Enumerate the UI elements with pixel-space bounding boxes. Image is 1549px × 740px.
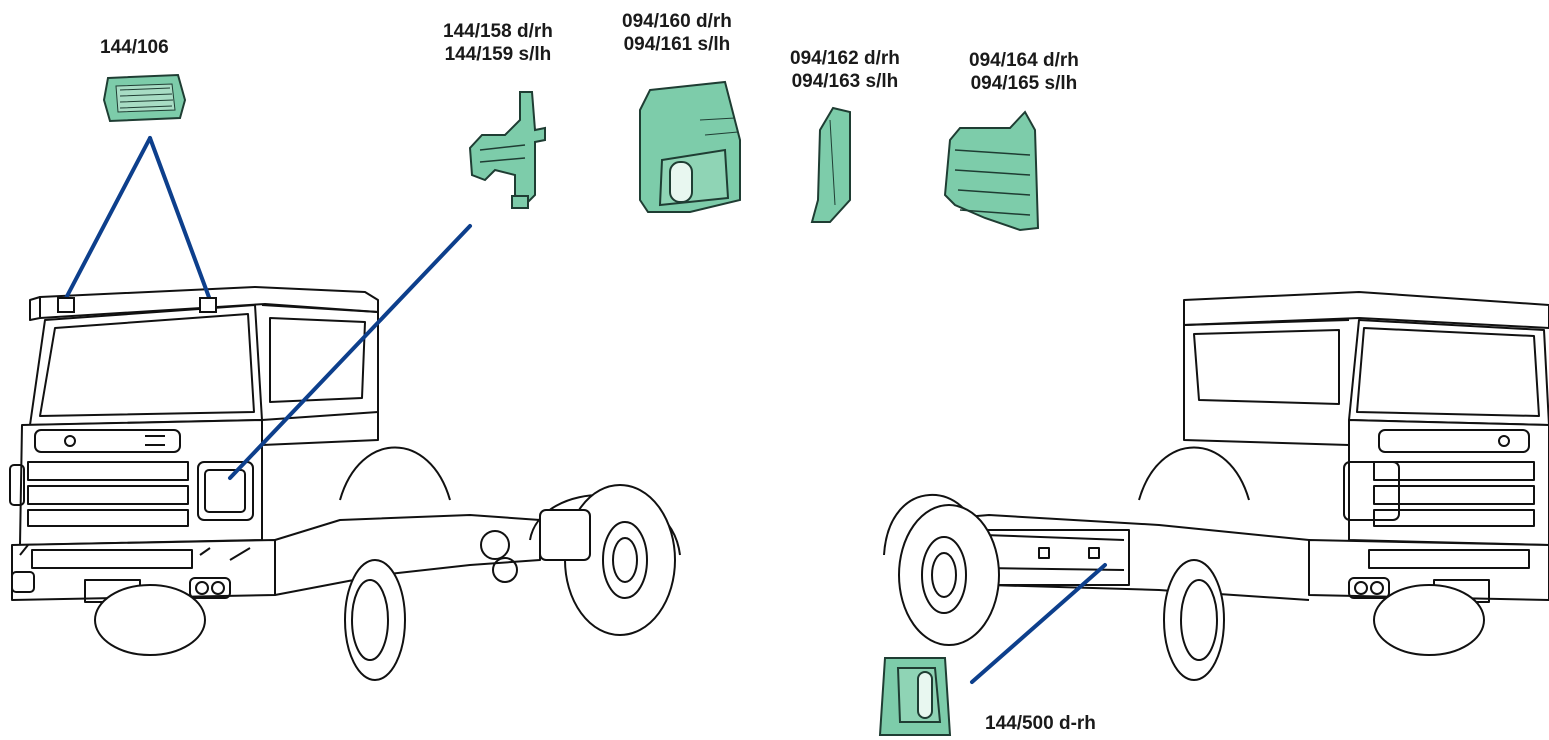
label-step-cover: 094/164 d/rh 094/165 s/lh — [969, 50, 1079, 94]
corner-panel-part — [639, 80, 741, 213]
label-roof-lamp: 144/106 — [100, 37, 169, 58]
roof-lamp-part — [102, 73, 187, 123]
corner-strip-part — [810, 106, 851, 223]
step-cover-part — [943, 110, 1040, 232]
label-corner-panel: 094/160 d/rh 094/161 s/lh — [622, 11, 732, 55]
truck-left — [9, 286, 681, 681]
leader-lines — [57, 136, 1107, 684]
step-insert-part — [878, 657, 952, 736]
label-corner-strip: 094/162 d/rh 094/163 s/lh — [790, 48, 900, 92]
label-step-insert: 144/500 d-rh — [985, 713, 1096, 734]
truck-right — [883, 291, 1549, 681]
mirror-bracket-part — [468, 91, 546, 209]
label-mirror-bracket: 144/158 d/rh 144/159 s/lh — [443, 21, 553, 65]
